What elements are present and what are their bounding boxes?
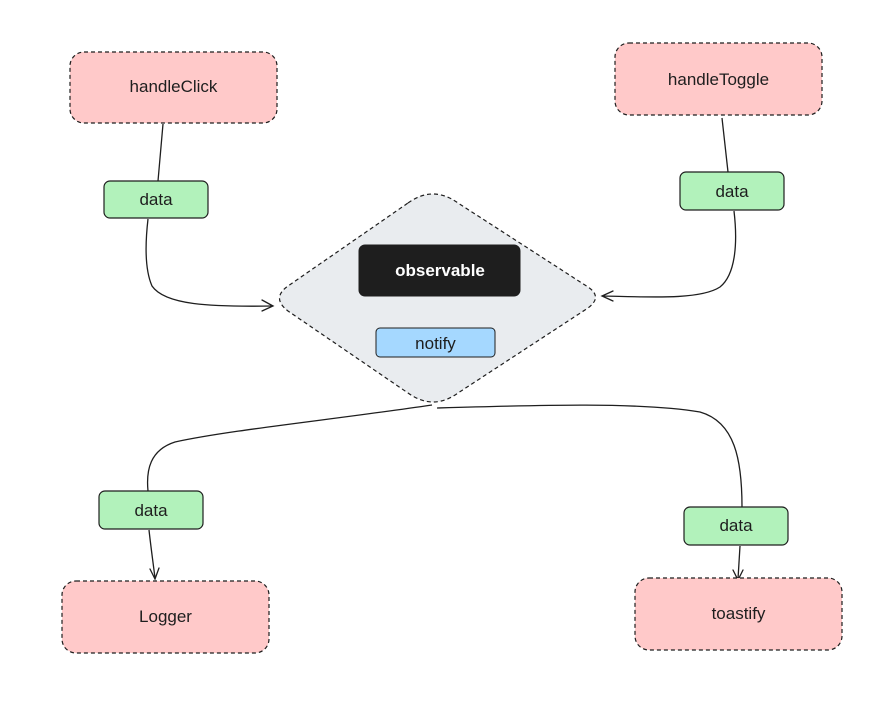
edge-label-logger-data[interactable]: data	[98, 490, 204, 530]
edge-handleclick-to-hub	[145, 123, 273, 307]
node-logger[interactable]: Logger	[61, 580, 270, 654]
arrowhead-hub-left	[261, 299, 275, 312]
node-logger-label: Logger	[139, 607, 192, 626]
edge-label-logger-data-text: data	[134, 501, 168, 520]
node-handletoggle[interactable]: handleToggle	[614, 42, 823, 116]
edge-hub-to-toastify	[436, 404, 743, 580]
edge-label-toggle-data-text: data	[715, 182, 749, 201]
node-toastify[interactable]: toastify	[634, 577, 843, 651]
edge-label-click-data[interactable]: data	[103, 180, 209, 219]
edge-label-toastify-data[interactable]: data	[683, 506, 789, 546]
connectors	[145, 117, 744, 582]
edge-label-toastify-data-text: data	[719, 516, 753, 535]
node-toastify-label: toastify	[712, 604, 766, 623]
edge-label-toggle-data[interactable]: data	[679, 171, 785, 211]
node-handletoggle-label: handleToggle	[668, 70, 769, 89]
edge-hub-to-logger	[146, 404, 433, 579]
notify-box[interactable]: notify	[375, 327, 496, 358]
hub-diamond-shape	[278, 193, 597, 403]
observable-label: observable	[395, 261, 485, 280]
edge-label-click-data-text: data	[139, 190, 173, 209]
arrowhead-hub-right	[600, 290, 614, 302]
observable-box[interactable]: observable	[358, 244, 521, 297]
node-handleclick-label: handleClick	[130, 77, 218, 96]
node-handleclick[interactable]: handleClick	[69, 51, 278, 124]
edge-handletoggle-to-hub	[602, 117, 737, 298]
notify-label: notify	[415, 334, 456, 353]
hub-diamond[interactable]: observable notify	[278, 193, 597, 403]
arrowhead-logger	[149, 567, 160, 581]
